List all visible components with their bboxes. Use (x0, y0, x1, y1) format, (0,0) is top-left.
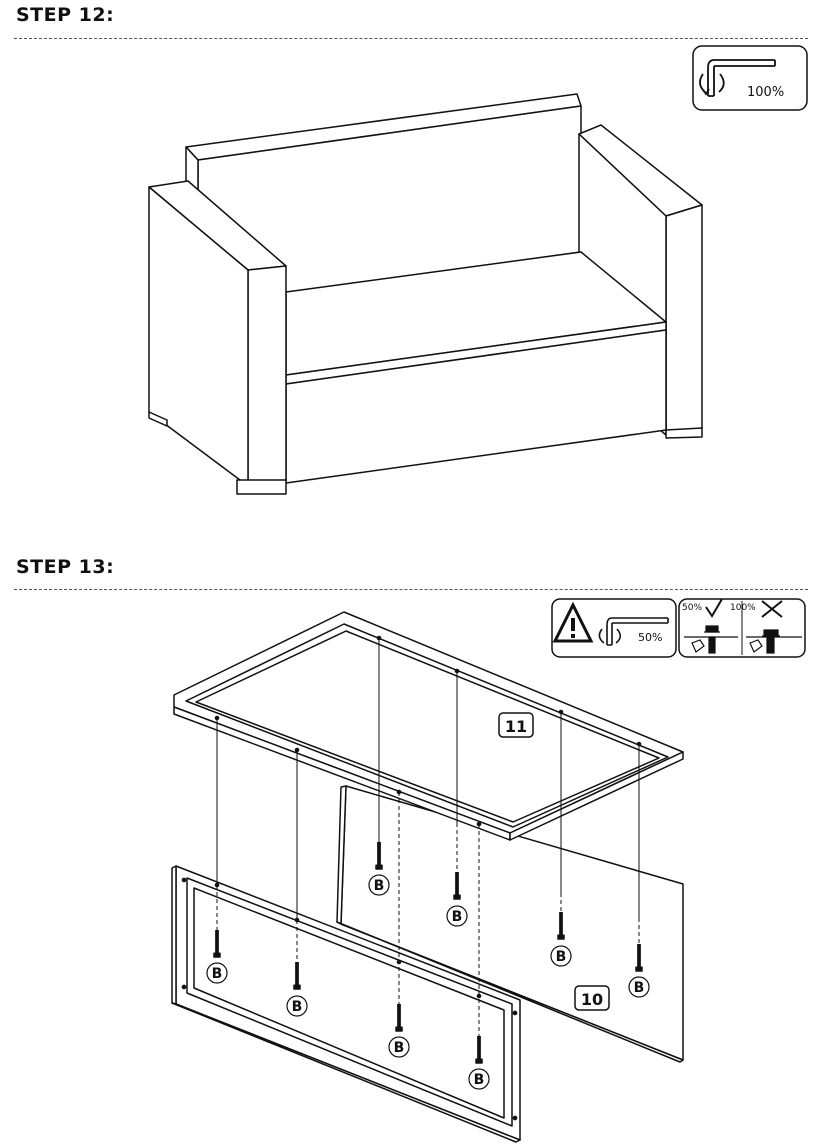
step-13-tightness-label: 50% (638, 631, 662, 644)
step-12-divider (14, 38, 808, 39)
loveseat-drawing (148, 93, 703, 495)
step-12-title: STEP 12: (16, 4, 115, 26)
part-10-label: 10 (574, 985, 610, 1011)
front-panel (171, 865, 521, 1143)
bolt-label: B (292, 999, 303, 1015)
tip-bad-label: 100% (730, 603, 756, 613)
assembly-drawing: B B B B B B B B 11 10 (171, 611, 684, 1143)
warning-triangle-icon (552, 601, 594, 643)
check-icon (705, 598, 723, 618)
bolt-label: B (474, 1072, 485, 1088)
bolt-label: B (374, 878, 385, 894)
bolt-label: B (556, 949, 567, 965)
tip-good-label: 50% (682, 603, 702, 613)
top-frame (173, 611, 684, 841)
bolt-label: B (212, 966, 223, 982)
allen-key-rotate-icon (699, 59, 776, 97)
bolt-label: B (452, 909, 463, 925)
step-13-title: STEP 13: (16, 556, 115, 578)
svg-text:11: 11 (505, 717, 527, 736)
bolt-label: B (394, 1040, 405, 1056)
step-12-tool-box: 100% (692, 45, 808, 111)
allen-key-rotate-icon (598, 617, 669, 646)
step-12-tightness-label: 100% (747, 85, 784, 100)
cross-icon (761, 600, 783, 618)
step-13-divider (14, 589, 808, 590)
svg-text:10: 10 (581, 990, 603, 1009)
part-11-label: 11 (498, 712, 534, 738)
step-13-tip-box: 50% 100% (678, 598, 806, 658)
step-13-tool-box: 50% (551, 598, 677, 658)
bolt-label: B (634, 980, 645, 996)
